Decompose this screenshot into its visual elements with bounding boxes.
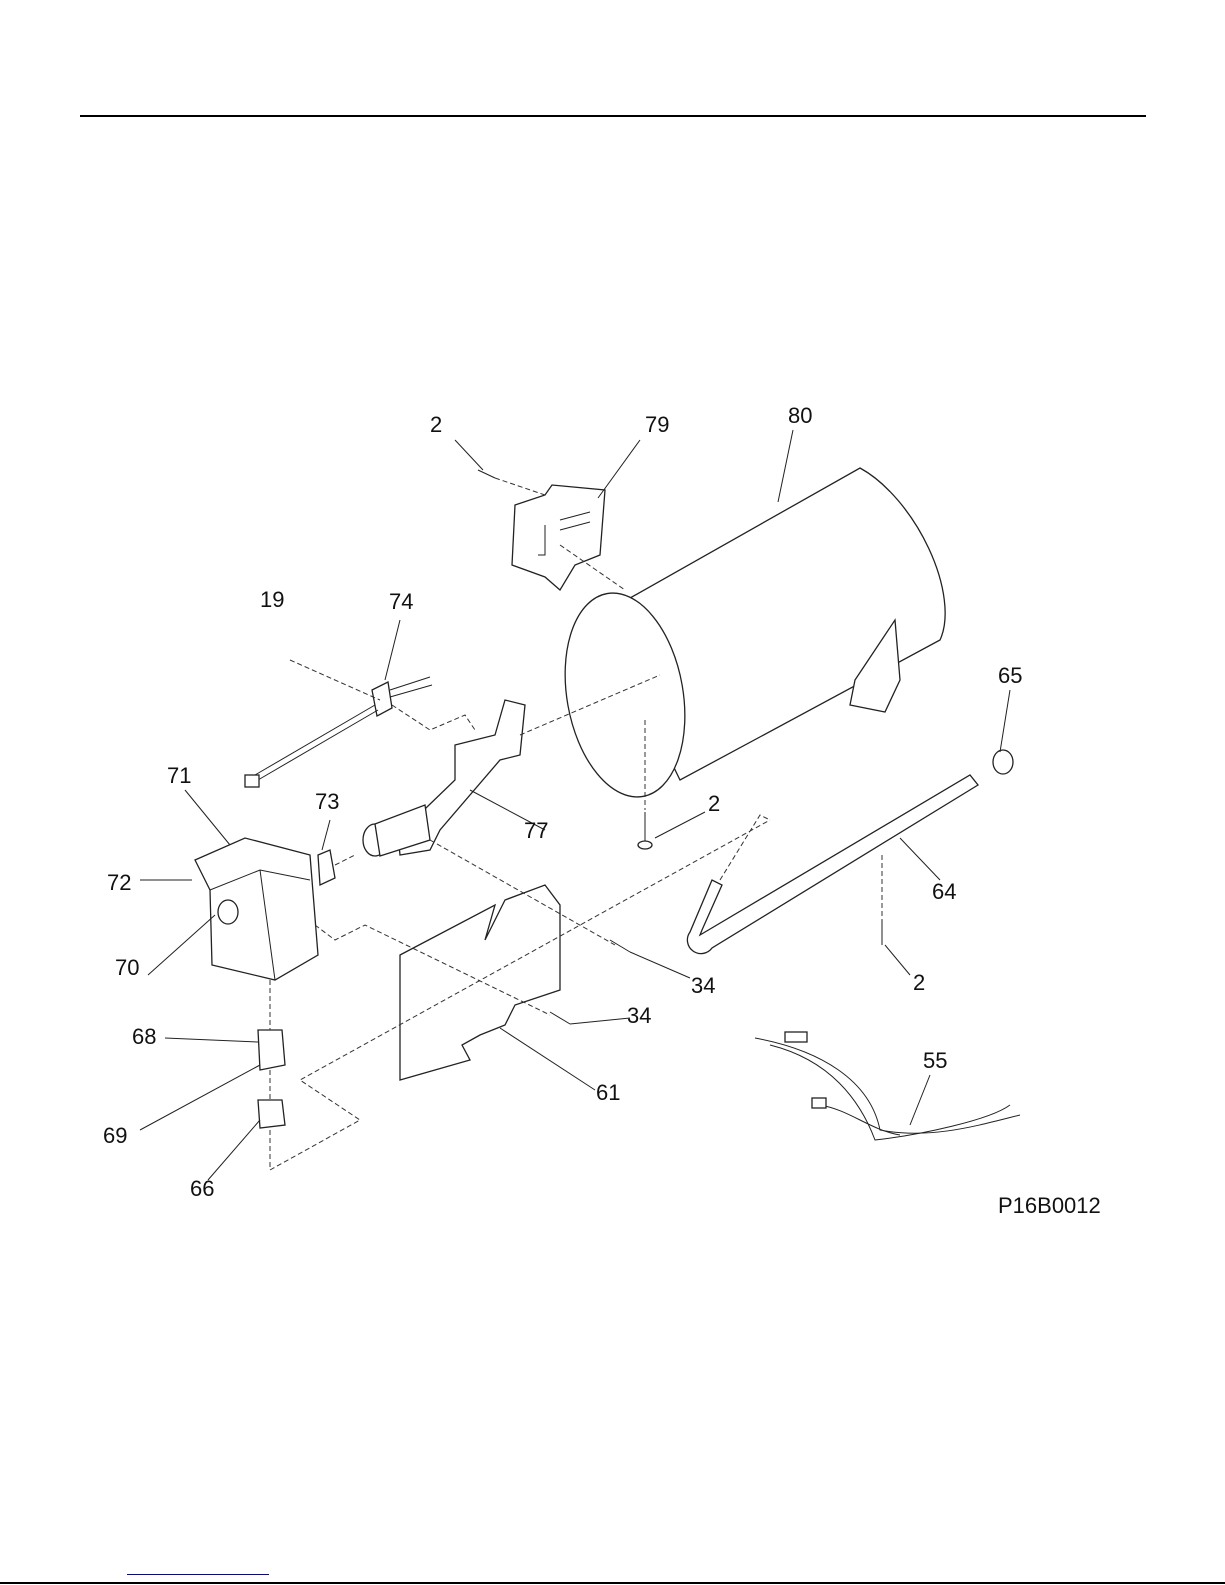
callout-70: 70 (115, 955, 139, 980)
callout-71: 71 (167, 763, 191, 788)
callout-55: 55 (923, 1048, 947, 1073)
callout-69: 69 (103, 1123, 127, 1148)
screw-icon (609, 939, 631, 953)
fitting-part (257, 1029, 286, 1071)
callout-72: 72 (107, 870, 131, 895)
callout-80: 80 (788, 403, 812, 428)
callout-79: 79 (645, 412, 669, 437)
callout-65: 65 (998, 663, 1022, 688)
callout-68: 68 (132, 1024, 156, 1049)
gas-pipe-part (686, 749, 1014, 955)
callout-73: 73 (315, 789, 339, 814)
callout-66: 66 (190, 1176, 214, 1201)
callout-61: 61 (596, 1080, 620, 1105)
callout-2: 2 (430, 412, 442, 437)
callout-64: 64 (932, 879, 956, 904)
callout-77: 77 (524, 818, 548, 843)
gas-valve-part (194, 837, 336, 981)
bracket-part (511, 484, 606, 591)
wire-harness-part (754, 1031, 1021, 1141)
callout-34: 34 (627, 1003, 651, 1028)
callout-74: 74 (389, 589, 413, 614)
callout-2: 2 (708, 791, 720, 816)
footer-link[interactable] (127, 1574, 269, 1575)
heat-shield-part (399, 884, 561, 1081)
igniter-part (244, 676, 433, 788)
header-rule (80, 115, 1146, 117)
diagram-code: P16B0012 (998, 1193, 1101, 1218)
screw-icon (549, 1011, 571, 1025)
footer-rule (0, 1582, 1225, 1584)
callout-2: 2 (913, 970, 925, 995)
screw-icon (637, 812, 653, 850)
fitting-part (257, 1099, 286, 1129)
callout-19: 19 (260, 587, 284, 612)
callout-34: 34 (691, 973, 715, 998)
drum-cylinder-part (564, 467, 946, 798)
screw-icon (477, 469, 496, 479)
burner-tube-part (362, 699, 526, 857)
